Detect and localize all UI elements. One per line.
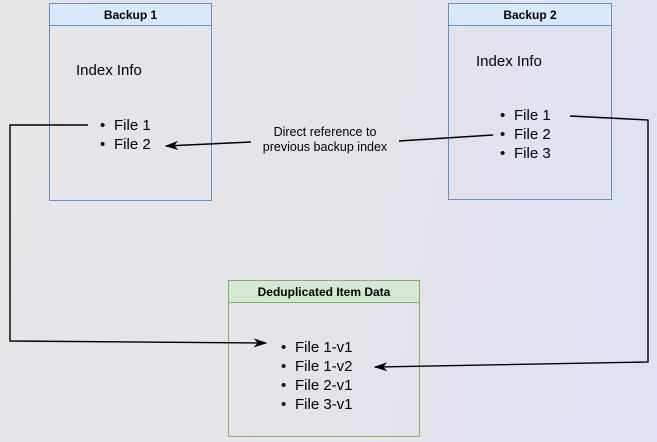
backup1-header: Backup 1 — [50, 4, 211, 26]
list-item: File 1-v1 — [281, 338, 353, 357]
backup2-header: Backup 2 — [449, 4, 611, 26]
backup2-file-list: File 1File 2File 3 — [500, 106, 551, 163]
deduplicated-item-data-box[interactable]: Deduplicated Item Data File 1-v1File 1-v… — [228, 280, 420, 437]
direct-reference-annotation: Direct reference to previous backup inde… — [246, 125, 404, 155]
backup2-box[interactable]: Backup 2 Index Info File 1File 2File 3 — [448, 3, 612, 200]
backup1-box[interactable]: Backup 1 Index Info File 1File 2 — [49, 3, 212, 201]
backup1-file-list: File 1File 2 — [100, 116, 151, 154]
list-item: File 1 — [100, 116, 151, 135]
list-item: File 3-v1 — [281, 395, 353, 414]
list-item: File 1-v2 — [281, 357, 353, 376]
list-item: File 1 — [500, 106, 551, 125]
list-item: File 3 — [500, 144, 551, 163]
backup1-index-info-label: Index Info — [76, 62, 142, 79]
deduplicated-item-data-header: Deduplicated Item Data — [229, 281, 419, 303]
backup2-index-info-label: Index Info — [476, 53, 542, 70]
list-item: File 2 — [100, 135, 151, 154]
list-item: File 2-v1 — [281, 376, 353, 395]
deduplicated-file-list: File 1-v1File 1-v2File 2-v1File 3-v1 — [281, 338, 353, 414]
annotation-line-2: previous backup index — [262, 140, 388, 154]
annotation-line-1: Direct reference to — [273, 125, 377, 139]
list-item: File 2 — [500, 125, 551, 144]
